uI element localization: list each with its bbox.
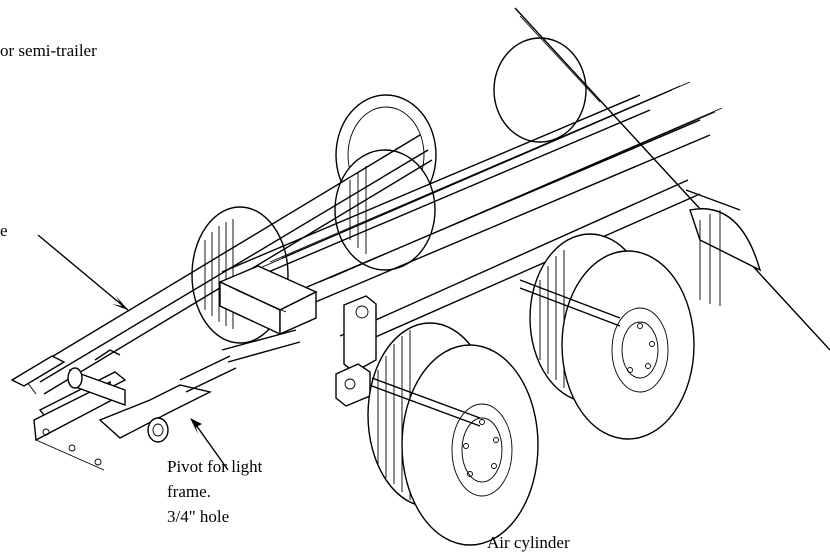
cross-member-block	[218, 265, 318, 336]
label-pivot-line1: Pivot for light	[167, 457, 263, 476]
right-rear-wheel	[529, 233, 695, 440]
label-pivot-line3: 3/4" hole	[167, 507, 229, 526]
right-front-wheel	[367, 322, 539, 546]
pivot-assembly	[10, 329, 301, 471]
leader-frame	[37, 234, 129, 311]
label-semi-trailer: or semi-trailer	[0, 41, 97, 60]
main-frame	[23, 7, 830, 395]
leader-pivot	[190, 418, 229, 471]
far-right-wheel	[689, 208, 762, 306]
left-wheel-rear	[334, 149, 436, 271]
label-pivot-line2: frame.	[167, 482, 211, 501]
label-air-cylinder: Air cylinder	[487, 533, 570, 552]
bracket-center	[335, 295, 377, 407]
label-side: e	[0, 221, 8, 240]
axles	[371, 189, 741, 427]
